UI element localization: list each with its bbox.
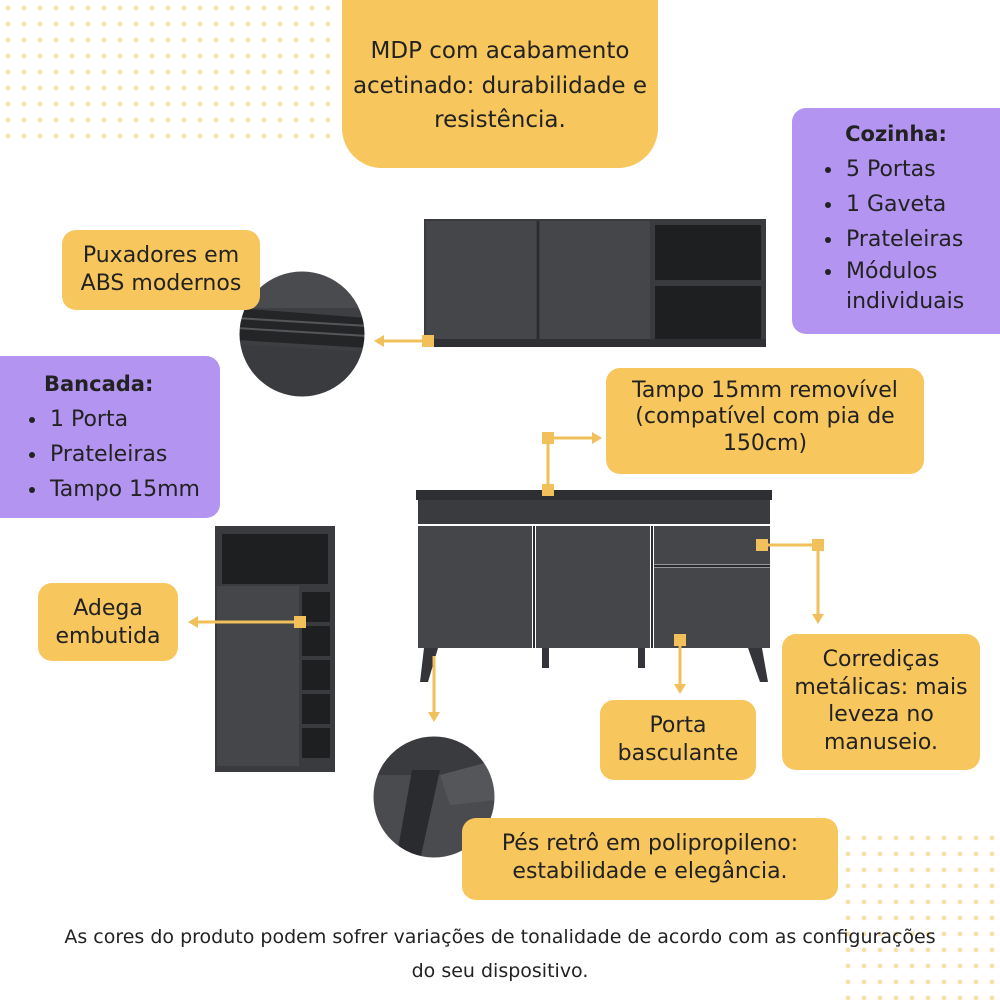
- callout-puxadores: Puxadores em ABS modernos: [62, 230, 260, 310]
- list-item: 1 Porta: [48, 402, 220, 437]
- cozinha-title: Cozinha:: [845, 122, 947, 146]
- list-item: Módulos individuais: [844, 257, 1000, 316]
- color-disclaimer: As cores do produto podem sofrer variaçõ…: [64, 926, 936, 983]
- callout-corredicas: Corrediças metálicas: mais leveza no man…: [782, 634, 980, 770]
- bancada-title: Bancada:: [44, 372, 154, 396]
- cozinha-features-panel: Cozinha: 5 Portas 1 Gaveta Prateleiras M…: [792, 108, 1000, 334]
- wall-cabinet: [424, 219, 766, 347]
- callout-adega: Adega embutida: [38, 583, 178, 661]
- list-item: Prateleiras: [844, 222, 1000, 257]
- callout-tampo: Tampo 15mm removível (compatível com pia…: [606, 368, 924, 474]
- bancada-list: 1 Porta Prateleiras Tampo 15mm: [22, 402, 220, 508]
- adega-cabinet: [215, 526, 335, 772]
- list-item: 1 Gaveta: [844, 187, 1000, 222]
- decorative-dots-bottom-right: [840, 830, 1000, 1000]
- connector-arrowheads: [188, 335, 824, 722]
- list-item: Prateleiras: [48, 437, 220, 472]
- list-item: Tampo 15mm: [48, 472, 220, 507]
- bancada-features-panel: Bancada: 1 Porta Prateleiras Tampo 15mm: [0, 356, 220, 518]
- list-item: 5 Portas: [844, 152, 1000, 187]
- callout-mdp: MDP com acabamento acetinado: durabilida…: [342, 0, 658, 168]
- callout-porta: Porta basculante: [600, 700, 756, 780]
- base-cabinet: [416, 490, 772, 682]
- callout-pes: Pés retrô em polipropileno: estabilidade…: [462, 818, 838, 900]
- decorative-dots-top-left: [0, 0, 330, 150]
- connector-anchor-dots: [294, 335, 824, 646]
- cozinha-list: 5 Portas 1 Gaveta Prateleiras Módulos in…: [818, 152, 1000, 317]
